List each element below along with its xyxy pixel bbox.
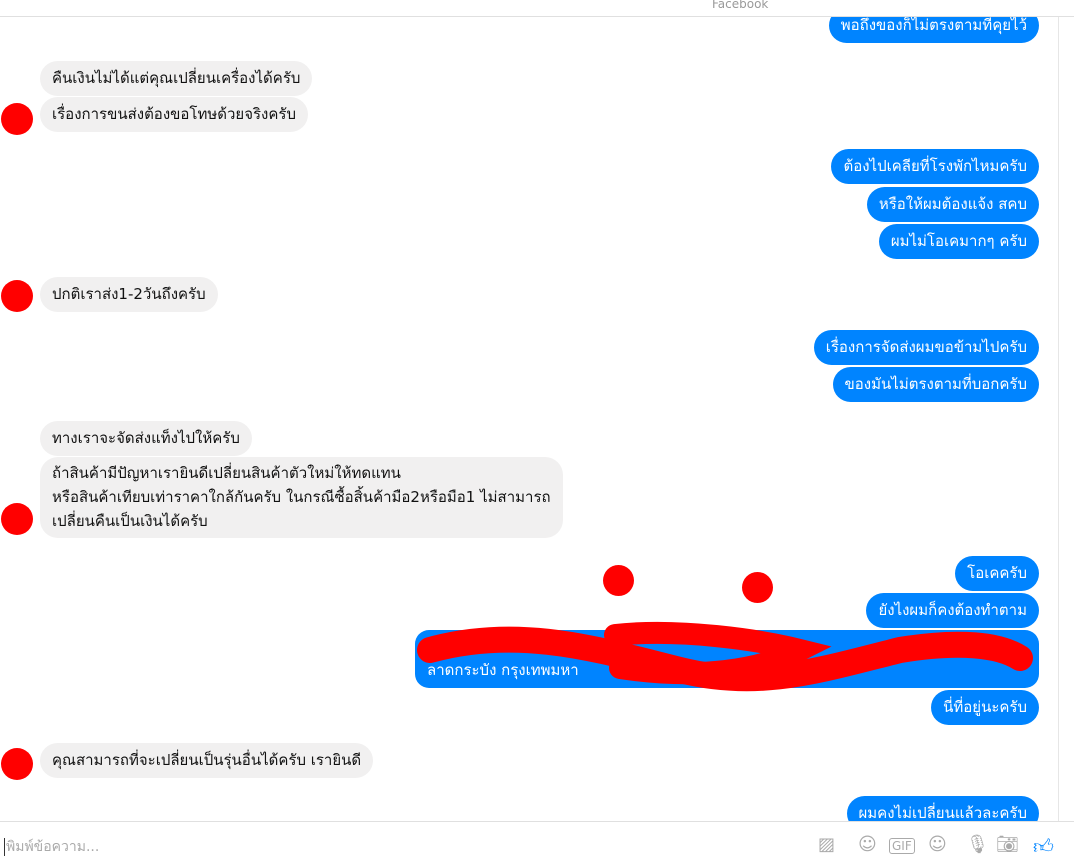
message-outgoing: เรื่องการจัดส่งผมขอข้ามไปครับ [813,330,1039,365]
message-incoming: คืนเงินไม่ได้แต่คุณเปลี่ยนเครื่องได้ครับ [40,61,313,96]
redaction-dot [603,565,634,596]
avatar[interactable] [1,748,33,780]
message-outgoing: ยังไงผมก็คงต้องทำตาม [866,593,1039,628]
message-incoming: เรื่องการขนส่งต้องขอโทษด้วยจริงครับ [40,97,308,132]
message-input[interactable]: พิมพ์ข้อความ... [4,838,100,856]
message-outgoing: ผมไม่โอเคมากๆ ครับ [878,224,1039,259]
header-title: Facebook [712,0,769,11]
message-incoming: คุณสามารถที่จะเปลี่ยนเป็นรุ่นอื่นได้ครับ… [40,743,374,778]
avatar[interactable] [1,103,33,135]
message-outgoing: นี่ที่อยู่นะครับ [931,690,1039,725]
gif-icon[interactable]: GIF [889,838,915,854]
message-outgoing: ของมันไม่ตรงตามที่บอกครับ [832,367,1039,402]
message-outgoing-address: ลาดกระบัง กรุงเทพมหา [415,630,1039,688]
avatar[interactable] [1,503,33,535]
redaction-dot [742,572,773,603]
like-icon[interactable]: 👍︎ [1033,834,1054,858]
avatar[interactable] [1,280,33,312]
sticker-icon[interactable]: ☺ [858,834,877,855]
message-incoming: ปกติเราส่ง1-2วันถึงครับ [40,277,218,312]
composer: พิมพ์ข้อความ... ▨ ☺ GIF ☺ 🎙︎ 📷︎ 👍︎ [0,821,1074,858]
message-outgoing: หรือให้ผมต้องแจ้ง สคบ [866,187,1039,222]
image-icon[interactable]: ▨ [818,834,836,855]
emoji-icon[interactable]: ☺ [928,834,947,855]
microphone-icon[interactable]: 🎙︎ [966,834,989,855]
message-outgoing: ต้องไปเคลียที่โรงพักไหมครับ [831,149,1039,184]
message-incoming: ทางเราจะจัดส่งแท็งไปให้ครับ [40,421,252,456]
message-outgoing: โอเคครับ [955,556,1039,591]
camera-icon[interactable]: 📷︎ [996,834,1019,855]
message-incoming: ถ้าสินค้ามีปัญหาเรายินดีเปลี่ยนสินค้าตัว… [40,457,563,538]
scrollbar[interactable] [1058,17,1074,821]
top-bar: Facebook [0,0,1074,17]
